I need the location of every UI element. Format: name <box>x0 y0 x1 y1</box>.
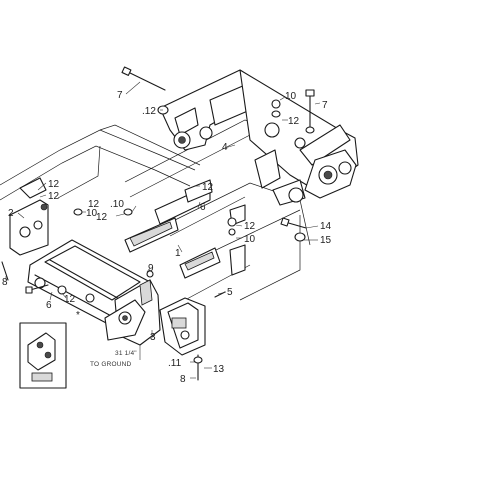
push-frame <box>27 239 161 346</box>
ground-dimension: 31 1/4" TO GROUND <box>90 345 141 368</box>
callout-12-c: 12 <box>96 212 108 223</box>
callout-12-a: 12 <box>88 199 100 210</box>
leader-lines <box>5 81 321 379</box>
callout-12-right-low: 12 <box>244 221 256 232</box>
callout-3: 3 <box>150 332 156 343</box>
asterisk-mark: * <box>76 310 80 321</box>
side-plate <box>9 177 49 256</box>
ground-note-line2: TO GROUND <box>90 361 132 368</box>
callout-10-b: .10 <box>110 199 124 210</box>
callout-7-left: 7 <box>117 90 123 101</box>
callout-9: 9 <box>148 263 154 274</box>
callout-7-right: 7 <box>322 100 328 111</box>
callout-labels: 7 .12 10 7 12 4 12 6 12 12 12 10 .10 12 … <box>2 90 332 385</box>
callout-15: 15 <box>320 235 332 246</box>
callout-10-leftcluster: 10 <box>86 208 98 219</box>
callout-4: 4 <box>222 142 228 153</box>
callout-1: 1 <box>175 248 181 259</box>
callout-14: 14 <box>320 221 332 232</box>
callout-10-c: 10 <box>244 234 256 245</box>
callout-8-left: 8 <box>2 277 8 288</box>
callout-12-right: 12 <box>288 116 300 127</box>
callout-10-top: 10 <box>285 91 297 102</box>
callout-11: .11 <box>168 358 182 369</box>
right-hardware <box>193 217 307 381</box>
callout-12-low: 12 <box>64 294 76 305</box>
callout-12-b-left: 12 <box>48 191 60 202</box>
top-hardware <box>121 66 315 134</box>
callout-5: 5 <box>227 287 233 298</box>
left-hardware <box>1 208 154 295</box>
coupler-inset <box>19 322 67 389</box>
upper-bracket-assembly <box>159 69 359 206</box>
callout-6-low: 6 <box>46 300 52 311</box>
callout-6: 6 <box>200 202 206 213</box>
callout-2: 2 <box>8 208 14 219</box>
ground-note-line1: 31 1/4" <box>115 350 137 357</box>
callout-13: 13 <box>213 364 225 375</box>
callout-12-leftcluster: 12 <box>48 179 60 190</box>
callout-12-top: .12 <box>142 106 156 117</box>
lower-mount-bracket <box>159 297 206 356</box>
callout-8-bottom: 8 <box>180 374 186 385</box>
callout-12-mid: 12 <box>202 182 214 193</box>
